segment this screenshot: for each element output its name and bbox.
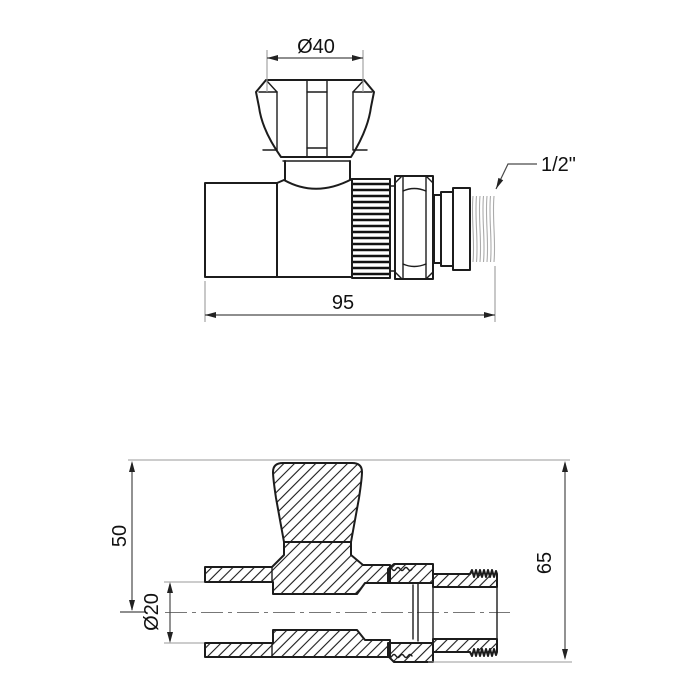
top-view: Ø40 95 1/2" — [204, 36, 576, 322]
dimension-height-to-center: 50 — [109, 459, 570, 613]
pipe-end — [204, 182, 278, 278]
tail-shoulder-lines — [412, 582, 419, 642]
knob-facet-lines — [258, 79, 373, 157]
knob-diameter-label: Ø40 — [297, 36, 335, 58]
valve-bonnet — [282, 160, 351, 181]
knurl-ribs — [353, 182, 389, 276]
valve-knob-side — [255, 79, 375, 158]
thread-size-callout: 1/2" — [495, 154, 576, 190]
overall-height-label: 65 — [534, 552, 556, 574]
tailpiece-side — [433, 187, 496, 271]
dimension-bore-diameter: Ø20 — [141, 581, 204, 644]
bottom-view: 50 Ø20 65 — [109, 459, 572, 663]
body-upper-section — [204, 541, 391, 595]
hex-nut-side — [394, 175, 434, 280]
overall-length-label: 95 — [332, 292, 354, 314]
dimension-knob-diameter: Ø40 — [266, 36, 364, 92]
body-lower-section — [204, 629, 391, 658]
knob-section — [272, 462, 363, 543]
tail-bore — [432, 586, 498, 640]
male-thread-lines — [471, 195, 496, 263]
dimension-overall-length: 95 — [204, 266, 496, 322]
union-nut-section — [387, 563, 434, 663]
dimension-overall-height: 65 — [428, 461, 572, 663]
valve-body-side — [204, 178, 353, 278]
tailpiece-section — [432, 569, 498, 657]
knurled-section — [351, 178, 396, 279]
thread-size-label: 1/2" — [541, 154, 576, 176]
bore-diameter-label: Ø20 — [141, 593, 163, 631]
height-to-center-label: 50 — [109, 525, 131, 547]
